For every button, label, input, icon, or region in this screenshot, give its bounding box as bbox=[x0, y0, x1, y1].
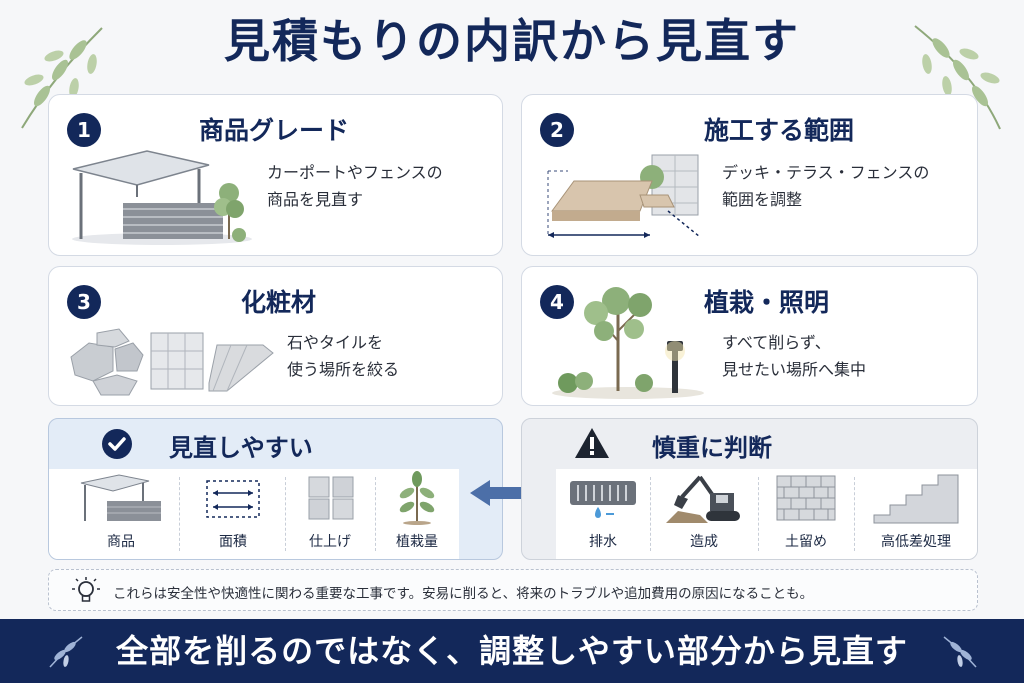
mini-label: 排水 bbox=[589, 534, 617, 550]
card-description: すべて削らず、 見せたい場所へ集中 bbox=[722, 333, 867, 379]
page-title: 見積もりの内訳から見直す bbox=[224, 14, 800, 68]
drain-grate-icon bbox=[570, 481, 636, 518]
step-number: 1 bbox=[67, 113, 101, 147]
careful-item-retaining-wall: 土留め bbox=[760, 469, 852, 559]
easy-item-planting: 植栽量 bbox=[377, 469, 457, 559]
carport-icon bbox=[80, 474, 161, 521]
stone-tile-illustration bbox=[70, 328, 274, 396]
plant-icon bbox=[399, 471, 435, 525]
deck-terrace-illustration bbox=[547, 154, 701, 238]
easy-item-finish: 仕上げ bbox=[287, 469, 373, 559]
warning-triangle-icon bbox=[575, 428, 609, 458]
card-description: デッキ・テラス・フェンスの 範囲を調整 bbox=[722, 163, 930, 209]
panel-header: 見直しやすい bbox=[49, 419, 502, 469]
leaf-branch-icon bbox=[914, 25, 1001, 130]
bottom-banner: 全部を削るのではなく、調整しやすい部分から見直す bbox=[0, 619, 1024, 683]
panel-header: 慎重に判断 bbox=[522, 419, 977, 469]
step-number: 4 bbox=[540, 285, 574, 319]
careful-item-level-difference: 高低差処理 bbox=[856, 469, 976, 559]
card-title: 化粧材 bbox=[241, 288, 317, 317]
card-planting-lighting: 4 植栽・照明 すべて削らず、 見せたい場所へ集中 bbox=[521, 266, 978, 406]
easy-item-area: 面積 bbox=[183, 469, 283, 559]
card-description: カーポートやフェンスの 商品を見直す bbox=[267, 163, 443, 209]
area-dimension-icon bbox=[206, 480, 260, 518]
mini-label: 土留め bbox=[785, 534, 827, 550]
mini-label: 面積 bbox=[219, 534, 247, 550]
caution-note: これらは安全性や快適性に関わる重要な工事です。安易に削ると、将来のトラブルや追加… bbox=[48, 569, 978, 611]
panel-title: 慎重に判断 bbox=[652, 434, 772, 462]
tree-light-illustration bbox=[552, 287, 704, 399]
banner-text: 全部を削るのではなく、調整しやすい部分から見直す bbox=[116, 632, 908, 670]
lightbulb-icon bbox=[72, 577, 100, 602]
card-description: 石やタイルを 使う場所を絞る bbox=[287, 333, 400, 379]
card-product-grade: 1 商品グレード カーポートやフェンスの 商品を見直す bbox=[48, 94, 503, 256]
leaf-sprig-icon bbox=[49, 636, 83, 668]
careful-item-grading: 造成 bbox=[652, 469, 756, 559]
checkmark-circle-icon bbox=[102, 429, 132, 459]
easy-to-review-panel: 見直しやすい 商品 面積 仕上げ bbox=[48, 418, 503, 560]
step-number: 2 bbox=[540, 113, 574, 147]
mini-label: 仕上げ bbox=[309, 534, 351, 550]
step-number: 3 bbox=[67, 285, 101, 319]
panel-title: 見直しやすい bbox=[169, 434, 313, 462]
tile-icon bbox=[308, 476, 354, 520]
careful-item-drainage: 排水 bbox=[560, 469, 646, 559]
mini-label: 商品 bbox=[107, 534, 135, 550]
card-title: 商品グレード bbox=[199, 116, 350, 145]
carport-fence-illustration bbox=[72, 150, 252, 245]
leaf-sprig-icon bbox=[943, 636, 977, 668]
card-decorative-material: 3 化粧材 石やタイルを 使う場所を絞る bbox=[48, 266, 503, 406]
block-wall-icon bbox=[776, 475, 836, 521]
card-construction-scope: 2 施工する範囲 デッキ・テラス・フェンスの 範囲を調整 bbox=[521, 94, 978, 256]
careful-judgment-panel: 慎重に判断 排水 造成 bbox=[521, 418, 978, 560]
card-title: 施工する範囲 bbox=[704, 116, 855, 145]
mini-label: 高低差処理 bbox=[881, 534, 951, 550]
mini-label: 植栽量 bbox=[396, 534, 438, 550]
excavator-icon bbox=[666, 475, 740, 523]
mini-label: 造成 bbox=[690, 534, 718, 550]
card-title: 植栽・照明 bbox=[704, 288, 830, 317]
note-text: これらは安全性や快適性に関わる重要な工事です。安易に削ると、将来のトラブルや追加… bbox=[113, 586, 814, 602]
stairs-icon bbox=[873, 474, 959, 524]
easy-item-product: 商品 bbox=[67, 469, 175, 559]
leaf-branch-icon bbox=[21, 27, 103, 129]
